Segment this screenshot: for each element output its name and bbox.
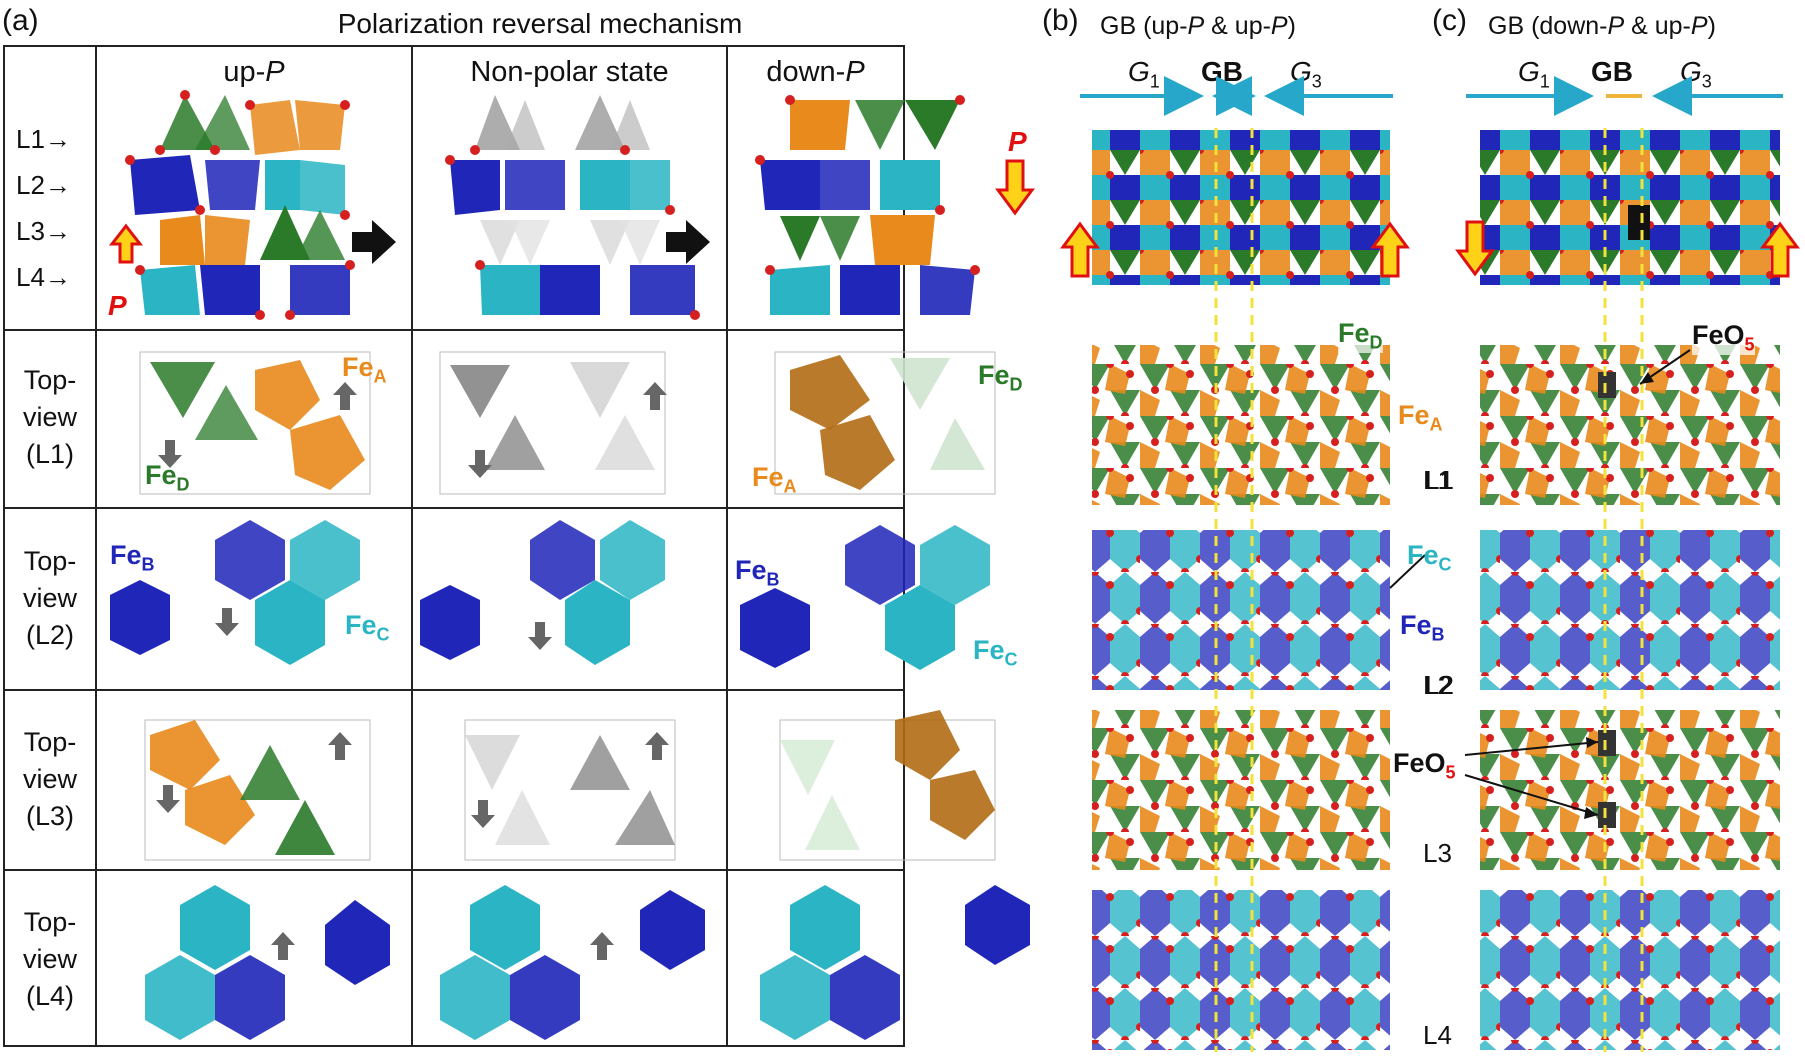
label-b-l1: L1 xyxy=(1425,465,1454,495)
label-b-fe-b: FeB xyxy=(1400,610,1445,645)
oxygen-atoms xyxy=(125,90,980,320)
panel-c-gb: GB xyxy=(1591,56,1633,87)
panel-c-left-down-arrow-icon xyxy=(1455,220,1495,277)
gray-arrow-icons xyxy=(156,382,669,960)
label-b-fe-d: FeD xyxy=(1338,318,1383,354)
up-arrow-icon xyxy=(108,223,144,264)
row-label-l4: Top-view(L4) xyxy=(22,907,77,1011)
label-fe-a: FeA xyxy=(342,352,387,387)
upP-side-structure xyxy=(130,95,350,315)
label-fe-b-down: FeB xyxy=(735,555,780,590)
transition-arrow-icon xyxy=(666,220,710,264)
label-b-fe-a: FeA xyxy=(1398,400,1443,435)
topview-l3-structures xyxy=(144,710,996,861)
panel-c-letter: (c) xyxy=(1432,4,1467,37)
label-fe-a-down: FeA xyxy=(752,462,797,497)
topview-l1-structures xyxy=(139,351,996,495)
panel-b-letter: (b) xyxy=(1042,4,1079,37)
label-fe-d-down: FeD xyxy=(978,360,1023,395)
p-label-up: P xyxy=(108,290,127,321)
label-c-feo5-top: FeO5 xyxy=(1692,320,1755,356)
downP-side-structure xyxy=(760,100,975,315)
col-header-up-p: up-P xyxy=(223,56,285,88)
label-c-l3: L3 xyxy=(1423,838,1452,868)
label-c-l2: L2 xyxy=(1423,670,1452,700)
label-fe-c: FeC xyxy=(345,610,390,645)
topview-l4-structures xyxy=(145,885,1030,1040)
transition-arrow-icon xyxy=(352,220,396,264)
topview-l2-structures xyxy=(110,520,990,670)
layer-label-l4: L4→ xyxy=(16,262,71,292)
down-arrow-icon xyxy=(995,159,1035,216)
label-b-l2: L2 xyxy=(1425,670,1454,700)
row-label-l3: Top-view(L3) xyxy=(22,727,77,831)
layer-label-l2: L2→ xyxy=(16,170,71,200)
col-header-nonpolar: Non-polar state xyxy=(470,56,669,88)
panel-b-title: GB (up-P & up-P) xyxy=(1100,12,1296,40)
label-fe-c-down: FeC xyxy=(973,635,1018,670)
label-fe-b: FeB xyxy=(110,540,155,575)
layer-label-l3: L3→ xyxy=(16,216,71,246)
label-b-fe-c: FeC xyxy=(1407,540,1452,575)
panel-b-right-up-arrow-icon xyxy=(1370,221,1410,278)
panel-b-left-up-arrow-icon xyxy=(1060,221,1100,278)
label-c-l4: L4 xyxy=(1423,1020,1452,1050)
panel-c-g1: G1 xyxy=(1518,56,1550,92)
layer-label-l1: L1→ xyxy=(16,124,71,154)
panel-c-right-up-arrow-icon xyxy=(1760,221,1800,278)
panel-b-g1: G1 xyxy=(1128,56,1160,92)
label-fe-d: FeD xyxy=(145,460,190,495)
nonpolar-side-structure xyxy=(450,95,695,315)
panel-a-letter: (a) xyxy=(2,4,39,37)
panel-c-title: GB (down-P & up-P) xyxy=(1488,12,1716,40)
label-c-l1: L1 xyxy=(1423,465,1452,495)
panel-a-title: Polarization reversal mechanism xyxy=(337,8,743,39)
p-label-down: P xyxy=(1008,126,1027,157)
label-c-feo5-mid: FeO5 xyxy=(1393,748,1456,784)
row-label-l1: Top-view(L1) xyxy=(22,365,77,469)
row-label-l2: Top-view(L2) xyxy=(22,546,77,650)
col-header-down-p: down-P xyxy=(766,56,865,88)
